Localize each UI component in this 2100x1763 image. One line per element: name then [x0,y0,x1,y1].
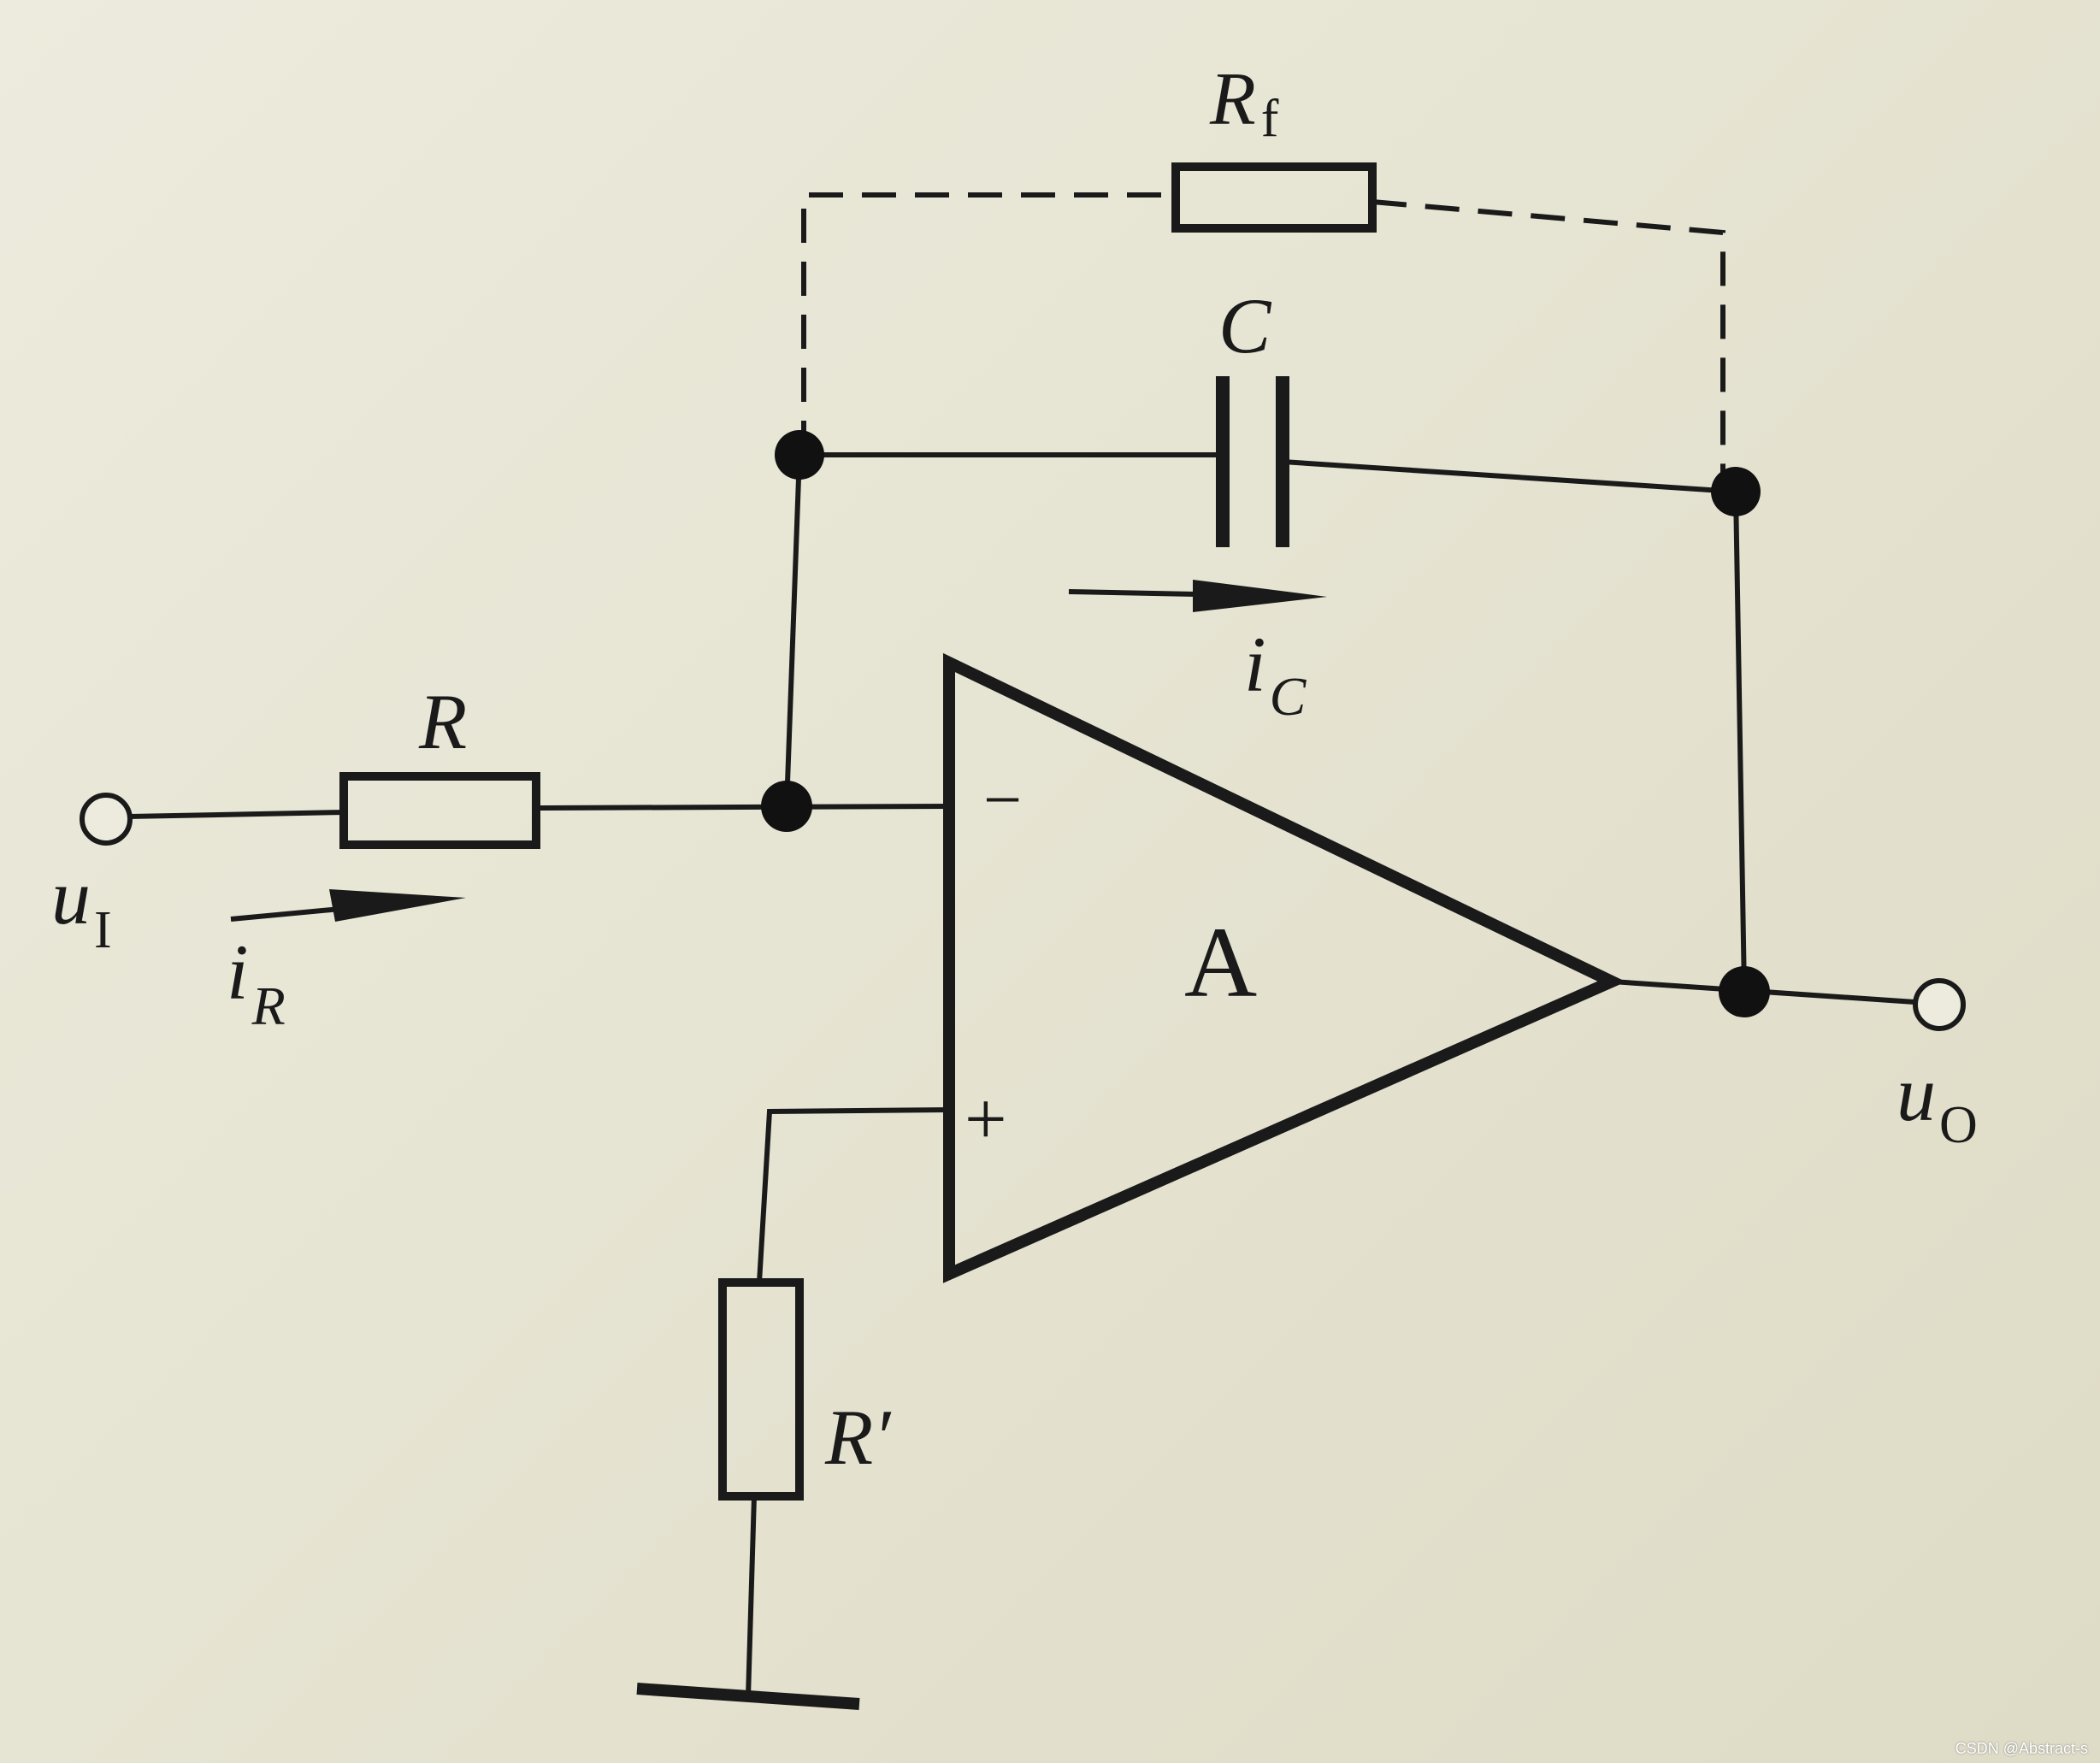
ir-label: iR [227,929,286,1036]
ic-arrow [1068,580,1327,612]
input-terminal [80,793,133,846]
junction-node-inverting [761,781,812,832]
rf-resistor [1171,162,1377,233]
r-resistor [339,772,540,849]
r-prime-label: R′ [824,1394,892,1481]
feedback-right-wire [1732,488,1748,995]
r-prime-resistor [718,1278,804,1501]
capacitor-branch [797,376,1739,547]
ground-symbol [636,1683,860,1710]
uo-label: uO [1896,1050,1978,1154]
watermark: CSDN @Abstract-s [1955,1740,2088,1757]
ir-arrow [230,889,466,922]
capacitor-label: C [1218,282,1272,369]
junction-node-top-right [1711,467,1761,516]
ic-label: iC [1244,621,1307,727]
r-label: R [418,678,467,765]
op-amp-label: A [1184,906,1257,1018]
rf-label: Rf [1209,58,1279,148]
rf-branch [801,162,1725,492]
ui-label: uI [51,853,112,959]
output-terminal [1913,978,1966,1031]
feedback-left-wire [783,451,803,810]
junction-node-top-left [775,430,824,480]
inverting-input-sign: − [983,763,1022,838]
noninverting-branch [636,1106,953,1710]
op-amp [943,652,1626,1283]
junction-node-output [1719,966,1770,1017]
noninverting-input-sign: + [964,1078,1007,1161]
input-branch [127,772,953,849]
